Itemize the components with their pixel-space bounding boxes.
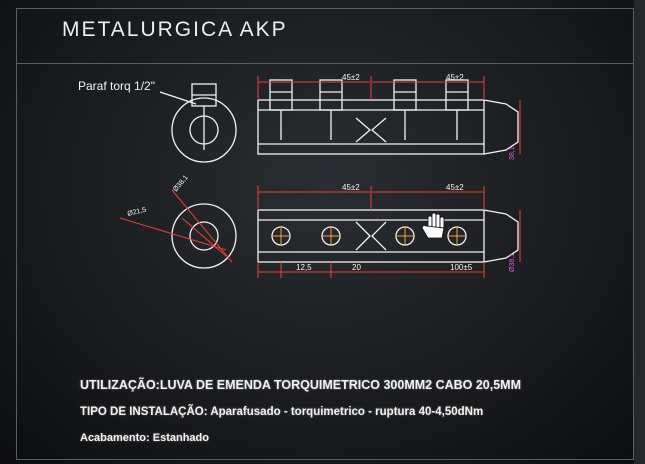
bottom-dim-right: 45±2 xyxy=(446,183,464,192)
top-dimensions xyxy=(257,76,521,154)
center-marks xyxy=(272,227,466,245)
top-view: Paraf torq 1/2" xyxy=(78,79,519,163)
page-title: METALURGICA AKP xyxy=(62,18,288,41)
dim-spacing-b: 20 xyxy=(352,263,361,272)
dim-diameter-small: Ø38,1 xyxy=(172,174,190,193)
spec-finish: Acabamento: Estanhado xyxy=(80,432,209,444)
spec-installation: TIPO DE INSTALAÇÃO: Aparafusado - torqui… xyxy=(80,406,484,418)
top-dim-height: 38,1 xyxy=(509,146,516,160)
top-dim-right: 45±2 xyxy=(446,73,464,82)
bottom-dim-left: 45±2 xyxy=(342,183,360,192)
end-circle xyxy=(171,97,237,163)
title-bar xyxy=(16,8,634,64)
callout-leader xyxy=(159,91,197,105)
dim-diameter-large: Ø21,5 xyxy=(127,207,147,218)
monitor-bezel xyxy=(634,0,645,464)
top-dim-left: 45±2 xyxy=(342,73,360,82)
bottom-dimensions xyxy=(119,186,521,278)
dim-total: 100±5 xyxy=(450,263,473,272)
spec-usage: UTILIZAÇÃO:LUVA DE EMENDA TORQUIMETRICO … xyxy=(80,378,521,392)
bottom-view xyxy=(171,203,519,269)
callout-label: Paraf torq 1/2" xyxy=(78,79,155,93)
end-circle-bottom xyxy=(171,203,237,269)
hand-icon[interactable] xyxy=(421,212,445,239)
bottom-dim-height: Ø38,1 xyxy=(509,253,516,272)
drawing-frame xyxy=(16,8,634,460)
dim-spacing-a: 12,5 xyxy=(296,263,312,272)
